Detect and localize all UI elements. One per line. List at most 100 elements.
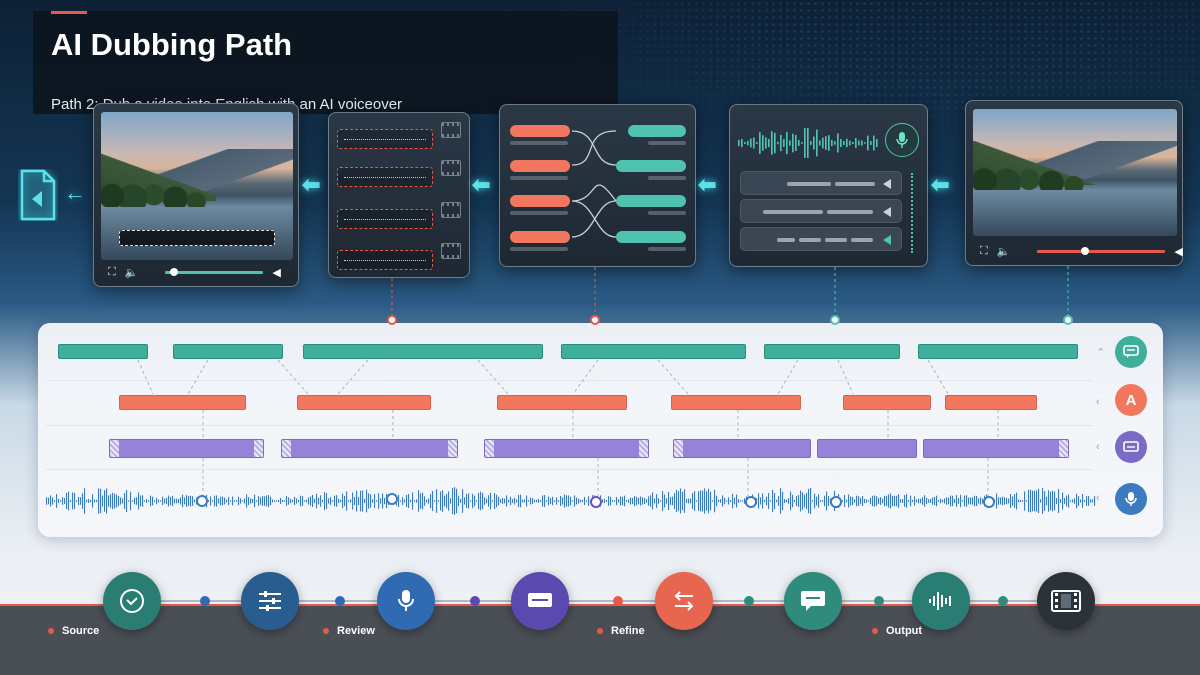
- caption-clip[interactable]: [673, 439, 811, 458]
- translated-text-clip[interactable]: [561, 344, 746, 359]
- chevron-up-icon[interactable]: ⌃: [1096, 347, 1106, 359]
- waveform-bar: [824, 495, 826, 507]
- source-text-clip[interactable]: [119, 395, 246, 410]
- waveform-bar: [64, 498, 66, 504]
- source-phrase-4[interactable]: [510, 231, 570, 243]
- waveform-bar: [372, 499, 374, 503]
- file-export-icon: [18, 169, 58, 221]
- source-phrase-3[interactable]: [510, 195, 570, 207]
- waveform-bar: [556, 497, 558, 505]
- translated-text-clip[interactable]: [303, 344, 543, 359]
- clock-icon[interactable]: [103, 572, 161, 630]
- target-phrase-4[interactable]: [616, 231, 686, 243]
- target-phrase-1[interactable]: [628, 125, 686, 137]
- chevron-left-icon[interactable]: ‹: [1096, 492, 1100, 504]
- waveform-bar: [630, 497, 632, 505]
- step-dot: [998, 596, 1008, 606]
- waveform-marker[interactable]: [590, 496, 602, 508]
- translated-text-clip[interactable]: [764, 344, 900, 359]
- waveform-bar: [356, 490, 358, 512]
- target-phrase-3[interactable]: [616, 195, 686, 207]
- waveform-bar: [574, 495, 576, 507]
- waveform-bar: [718, 499, 720, 503]
- source-text-clip[interactable]: [297, 395, 431, 410]
- waveform-bar: [450, 498, 452, 504]
- segment-3[interactable]: [337, 209, 433, 229]
- waveform-bar: [278, 499, 280, 503]
- source-text-clip[interactable]: [671, 395, 801, 410]
- waveform-bar: [234, 500, 236, 502]
- progress-slider[interactable]: [165, 268, 264, 276]
- microphone-icon[interactable]: [377, 572, 435, 630]
- caption-icon[interactable]: [511, 572, 569, 630]
- waveform-bar: [759, 132, 761, 154]
- chat-bubble-icon[interactable]: [784, 572, 842, 630]
- waveform-bar: [626, 500, 628, 502]
- target-phrase-2[interactable]: [616, 160, 686, 172]
- volume-icon[interactable]: 🔈: [996, 246, 1011, 258]
- chevron-left-icon[interactable]: ‹: [1096, 396, 1100, 408]
- film-icon[interactable]: [1037, 572, 1095, 630]
- stage-bar: [0, 604, 1200, 675]
- translated-text-clip[interactable]: [173, 344, 283, 359]
- waveform-bar: [844, 495, 846, 507]
- translated-text-clip[interactable]: [58, 344, 148, 359]
- waveform-marker[interactable]: [196, 495, 208, 507]
- caption-clip[interactable]: [109, 439, 264, 458]
- segment-1[interactable]: [337, 129, 433, 149]
- waveform-bar: [348, 500, 350, 502]
- source-text-clip[interactable]: [843, 395, 931, 410]
- waveform-bar: [366, 489, 368, 513]
- waveform-bar: [1062, 492, 1064, 510]
- caption-clip[interactable]: [281, 439, 458, 458]
- connector-node: [1063, 315, 1073, 325]
- waveform-bar: [546, 500, 548, 502]
- waveform-bar: [664, 494, 666, 508]
- play-icon[interactable]: ◀: [272, 267, 281, 279]
- flow-arrow-3: ⬅: [472, 172, 491, 197]
- microphone-icon[interactable]: [1115, 483, 1147, 515]
- waveform-marker[interactable]: [386, 493, 398, 505]
- waveform-bar: [1078, 496, 1080, 506]
- microphone-icon[interactable]: [885, 123, 919, 157]
- fullscreen-icon[interactable]: ⛶: [980, 245, 988, 257]
- caption-clip[interactable]: [817, 439, 917, 458]
- waveform-bar: [798, 140, 800, 146]
- waveform-bar: [290, 498, 292, 504]
- waveform-bar: [790, 491, 792, 511]
- segment-2[interactable]: [337, 167, 433, 187]
- swap-icon[interactable]: [655, 572, 713, 630]
- waveform-bar: [486, 498, 488, 504]
- waveform-bar: [658, 498, 660, 504]
- translate-icon[interactable]: A: [1115, 384, 1147, 416]
- waveform-bar: [1030, 489, 1032, 513]
- volume-icon[interactable]: 🔈: [124, 267, 139, 279]
- waveform-marker[interactable]: [983, 496, 995, 508]
- waveform-marker[interactable]: [830, 496, 842, 508]
- caption-icon[interactable]: [1115, 431, 1147, 463]
- voice-clip-2[interactable]: [740, 199, 902, 223]
- voice-clip-1[interactable]: [740, 171, 902, 195]
- waveform-marker[interactable]: [745, 496, 757, 508]
- caption-clip[interactable]: [484, 439, 649, 458]
- play-icon[interactable]: ◀: [1174, 246, 1183, 258]
- segment-4[interactable]: [337, 250, 433, 270]
- sliders-icon[interactable]: [241, 572, 299, 630]
- source-phrase-1[interactable]: [510, 125, 570, 137]
- voice-clip-3[interactable]: [740, 227, 902, 251]
- chat-bubble-icon[interactable]: [1115, 336, 1147, 368]
- source-text-clip[interactable]: [497, 395, 627, 410]
- progress-slider[interactable]: [1037, 247, 1166, 255]
- source-phrase-2[interactable]: [510, 160, 570, 172]
- waveform-bar: [742, 500, 744, 502]
- waveform-icon[interactable]: [912, 572, 970, 630]
- caption-clip[interactable]: [923, 439, 1069, 458]
- chevron-left-icon[interactable]: ‹: [1096, 441, 1100, 453]
- waveform-bar: [796, 495, 798, 507]
- fullscreen-icon[interactable]: ⛶: [108, 266, 116, 278]
- translated-text-clip[interactable]: [918, 344, 1078, 359]
- waveform-bar: [360, 490, 362, 512]
- source-text-clip[interactable]: [945, 395, 1037, 410]
- page-title: AI Dubbing Path: [51, 27, 293, 62]
- waveform-bar: [676, 489, 678, 513]
